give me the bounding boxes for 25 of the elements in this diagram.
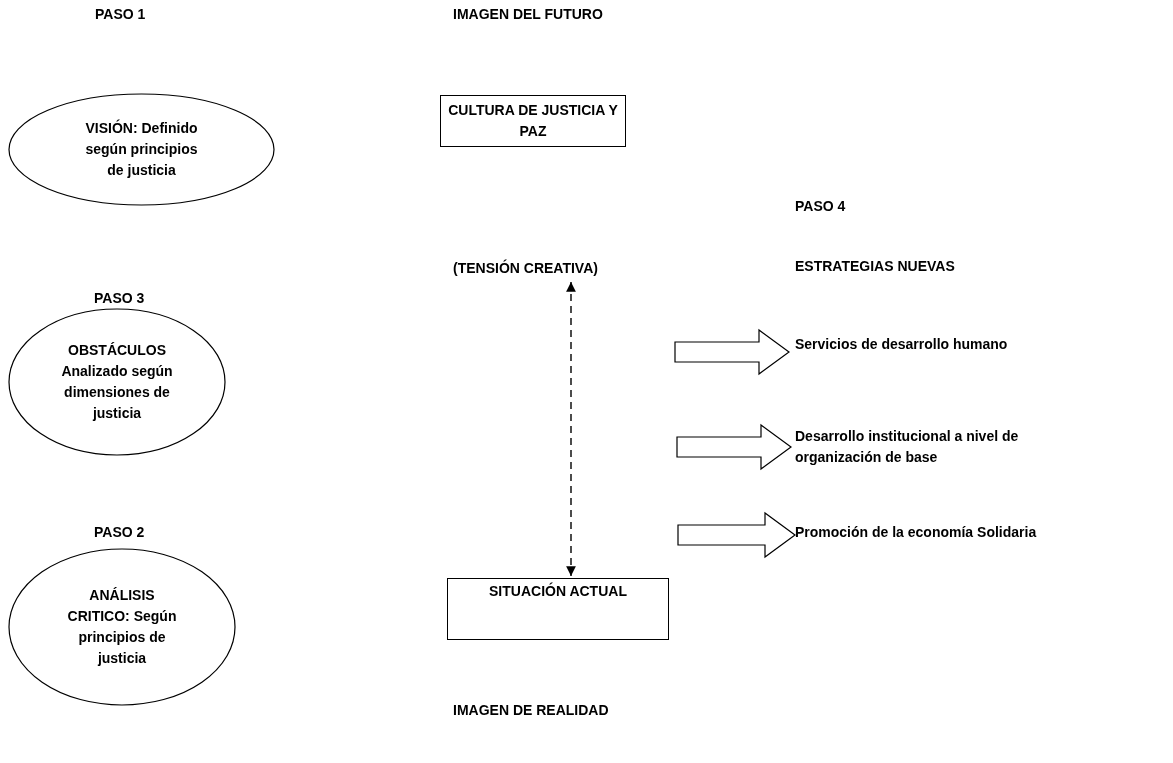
block-arrow (676, 423, 792, 471)
process-box (447, 578, 669, 640)
ellipse-node (8, 548, 236, 706)
node-text: OBSTÁCULOS Analizado según dimensiones de justicia (60, 341, 174, 423)
ellipse-node (8, 93, 275, 206)
heading-label: IMAGEN DE REALIDAD (453, 702, 609, 718)
node-text: Promoción de la economía Solidaria (795, 523, 1038, 542)
heading-label: PASO 2 (94, 524, 145, 540)
heading-label: PASO 3 (94, 290, 145, 306)
block-arrow (674, 328, 790, 376)
node-text: Servicios de desarrollo humano (795, 335, 1009, 354)
heading-label: IMAGEN DEL FUTURO (453, 6, 603, 22)
node-text: Desarrollo institucional a nivel de organización de base (795, 427, 1020, 467)
node-text: VISIÓN: Definido según principios de justicia (84, 118, 199, 180)
process-box (440, 95, 626, 147)
block-arrow (677, 511, 796, 559)
heading-label: ESTRATEGIAS NUEVAS (795, 258, 955, 274)
heading-label: PASO 4 (795, 198, 846, 214)
arrow (566, 281, 576, 577)
node-text: CULTURA DE JUSTICIA Y PAZ (447, 101, 619, 141)
node-text: SITUACIÓN ACTUAL (488, 581, 628, 601)
ellipse-node (8, 308, 226, 456)
node-text: ANÁLISIS CRITICO: Según principios de justicia (66, 586, 178, 668)
node-text: (TENSIÓN CREATIVA) (453, 258, 599, 278)
heading-label: PASO 1 (95, 6, 146, 22)
